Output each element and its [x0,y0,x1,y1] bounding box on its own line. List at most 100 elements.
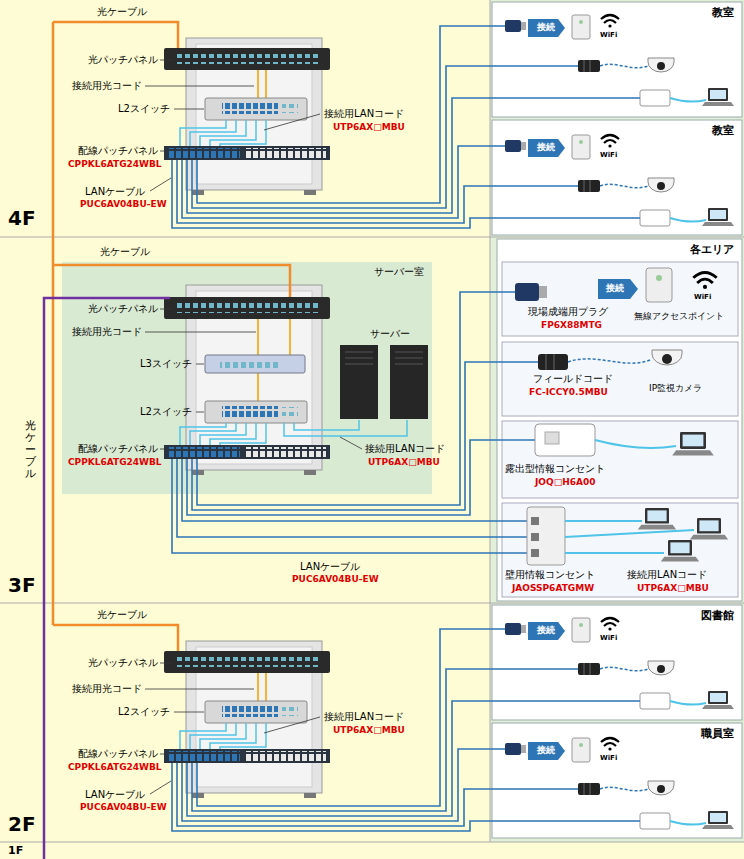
callout-label: 接続 [537,625,555,636]
callout-label: CPPKL6ATG24WBL [68,456,162,468]
node-text: 露出型情報コンセント [505,463,605,475]
node-text: 各エリア [690,243,734,256]
device-panel: 露出型情報コンセントJOQ□H6A00 [502,421,738,498]
floor-3f-set-part [192,470,204,475]
node-text: IP監視カメラ [649,382,702,394]
floor-3f-set-part [340,345,378,419]
callout-label: 光ケーブル [97,6,147,18]
node-text: 職員室 [701,727,734,740]
floor-3f-set-part [345,352,423,364]
floor-3f-set-part [205,401,307,423]
node-text: 4F [8,206,36,230]
floor-3f-set-part [502,421,738,498]
callout-label: サーバー [370,328,410,340]
floor-3f-set-part [220,359,280,369]
callout-label: UTP6AX□MBU [333,724,405,736]
callout-label: 接続用光コード [72,326,142,338]
node-text: 1F [8,844,23,857]
node-text: フィールドコード [533,373,613,385]
node-text: UTP6AX□MBU [637,582,709,594]
node-text: 教室 [712,124,734,137]
floor-3f-set-part [546,354,554,370]
floor-3f-set-part [539,286,547,298]
node-text: 3F [8,573,36,597]
callout-label: PUC6AV04BU-EW [80,198,167,210]
node-text: 2F [8,812,36,836]
floor-3f-set-part [180,420,407,445]
floor-3f-set-part [282,407,298,416]
floor-3f-set-part [568,359,650,363]
floor-3f-set-part [638,508,676,530]
callout-label: 光ケーブル [100,246,150,258]
callout-label: UTP6AX□MBU [368,456,440,468]
callout-label: LANケーブル [300,561,360,573]
floor-4f-set [53,2,742,235]
floor-3f-set-part [531,533,539,541]
floor-3f-set [44,22,742,859]
callout-label: WiFi [600,754,617,762]
callout-label: 配線パッチパネル [78,145,158,157]
callout-label: LANケーブル [85,186,145,198]
device-panel: フィールドコードFC-ICCY0.5MBU IP監視カメラ [502,342,738,416]
floor-3f-set-part [545,432,559,444]
floor-2f-set [53,605,742,838]
floor-3f-set-part [672,432,714,455]
callout-label: 接続 [537,745,555,756]
callout-label: 接続 [537,142,555,153]
callout-label: WiFi [600,151,617,159]
floor-3f-set-part [531,517,539,525]
floor-3f-set-part [502,262,738,336]
callout-label: L2スイッチ [118,706,170,718]
callout-label: 光ケーブル [97,609,147,621]
floor-3f-set-part [646,268,672,302]
node-text: JAOSSP6ATGMW [512,582,594,594]
floor-3f-set-part [598,279,638,299]
room-box: 職員室 [492,723,742,838]
device-panel: 壁用情報コンセントJAOSSP6ATGMW接続用LANコードUTP6AX□MBU [502,503,738,597]
room-box: 教室 [492,2,742,117]
floor-3f-set-part [304,470,316,475]
callout-label: 光パッチパネル [88,303,158,315]
floor-band: 1F [0,842,744,859]
floor-3f-set-part [172,292,538,553]
floor-3f-set-part [531,549,539,557]
callout-label: LANケーブル [85,789,145,801]
node-text: 図書館 [701,609,734,622]
floor-3f-set-part [661,540,699,562]
callout-label: 接続用光コード [72,80,142,92]
floor-3f-set-part [527,507,565,565]
callout-label: WiFi [600,31,617,39]
callout-label: UTP6AX□MBU [333,121,405,133]
node-text: 現場成端用プラグ [528,306,608,318]
callout-label: 接続用LANコード [324,711,404,723]
floor-3f-set-part [168,447,240,457]
floor-3f-set-part [244,447,326,457]
callout-label: L3スイッチ [140,358,192,370]
node-text: FC-ICCY0.5MBU [529,386,608,398]
callout-label: 接続用光コード [72,683,142,695]
callout-label: PUC6AV04BU-EW [80,801,167,813]
callout-label: 接続 [606,283,624,294]
floor-3f-set-part [693,273,716,289]
callout-label: CPPKL6ATG24WBL [68,761,162,773]
floor-3f-set-part [595,440,676,448]
node-text: 無線アクセスポイント [634,310,724,322]
floor-3f-set-part [176,303,320,313]
callout-label: WiFi [600,634,617,642]
callout-label: CPPKL6ATG24WBL [68,158,162,170]
node-text: JOQ□H6A00 [535,476,595,488]
callout-label: 光パッチパネル [88,54,158,66]
callout-label: 配線パッチパネル [78,748,158,760]
floor-3f-set-part [222,406,278,417]
callout-label: 接続 [537,22,555,33]
callout-label: 接続用LANコード [365,443,445,455]
callout-label: L2スイッチ [140,406,192,418]
floor-3f-set-part [164,445,330,459]
floor-3f-set-part [515,283,539,301]
floor-3f-set-part [44,298,170,859]
room-box: 教室 [492,120,742,235]
callout-label: WiFi [694,293,711,301]
